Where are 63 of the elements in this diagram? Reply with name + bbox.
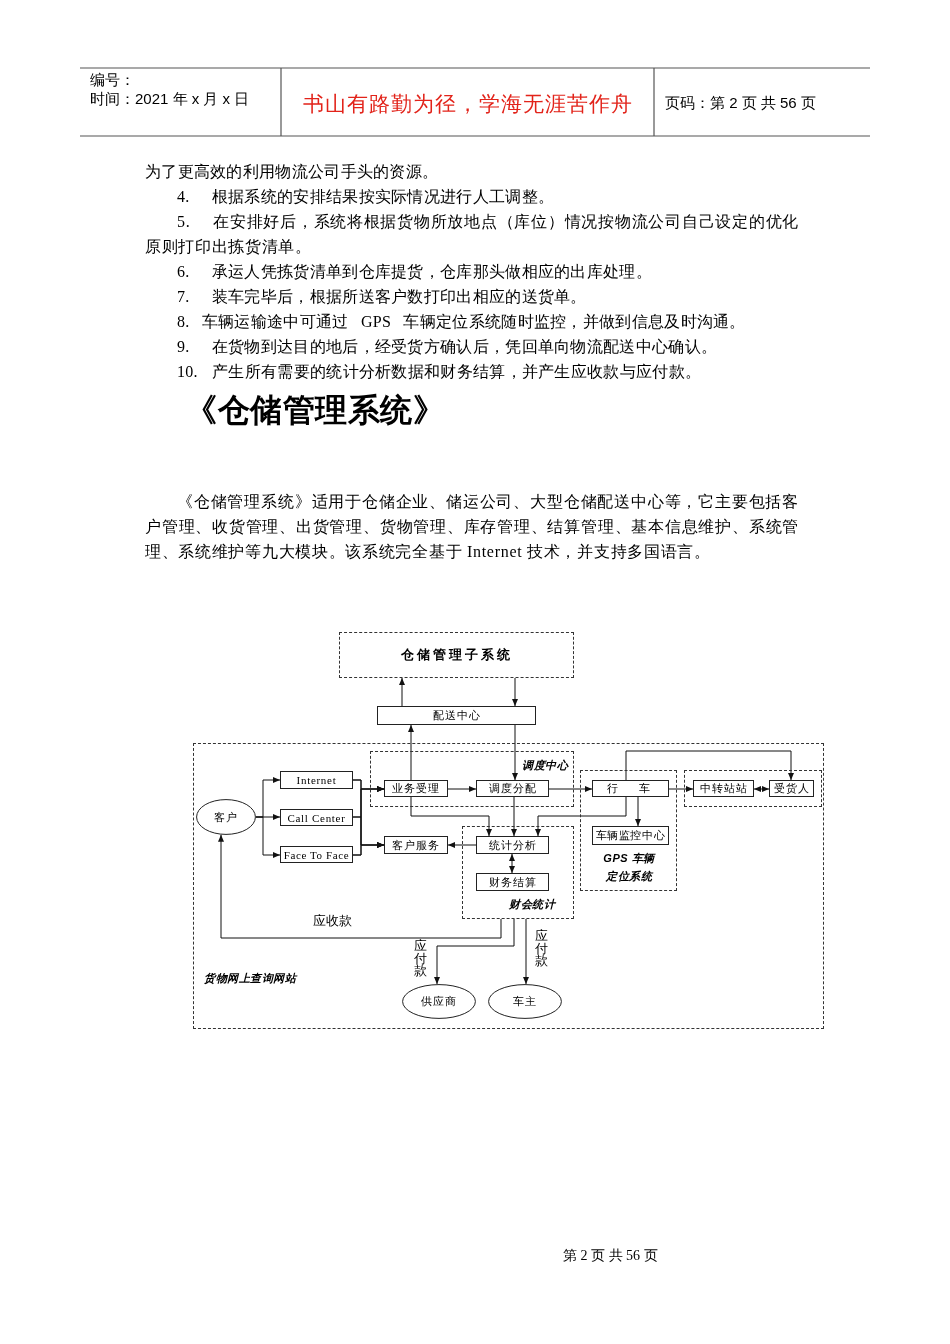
document-number-label: 编号： [90,71,135,89]
arrow [511,796,517,837]
group-label: 货物网上查询网站 [204,971,296,986]
arrow [668,786,694,792]
process-box: 业务受理 [384,780,448,797]
arrow [635,796,641,827]
motto-text: 书山有路勤为径，学海无涯苦作舟 [301,91,634,117]
list-item: 5. 在安排好后，系统将根据货物所放地点（库位）情况按物流公司自己设定的优化原则打印出拣货清单。 [145,211,799,257]
process-box: 统计分析 [476,836,549,854]
ellipse-node: 供应商 [402,984,476,1019]
process-box: 客户服务 [384,836,448,854]
process-box: 车辆监控中心 [592,826,669,845]
list-item: 4. 根据系统的安排结果按实际情况进行人工调整。 [176,186,556,207]
dashed-group-box [684,770,822,807]
arrow [447,786,477,792]
group-label: GPS 车辆定位系统 [602,851,657,884]
arrow [352,842,385,856]
arrow [523,918,529,985]
dashed-group-box [370,751,574,807]
process-box: 中转站站 [693,780,754,797]
arrow [399,677,405,707]
ellipse-node: 车主 [488,984,562,1019]
double-arrow [753,786,770,792]
arrow [535,796,627,837]
process-box: 调度分配 [476,780,549,797]
list-item: 8. 车辆运输途中可通过 GPS 车辆定位系统随时监控，并做到信息及时沟通。 [176,311,747,332]
list-item: 7. 装车完毕后，根据所送客户数打印出相应的送货单。 [176,286,588,307]
list-item: 6. 承运人凭拣货清单到仓库提货，仓库那头做相应的出库处理。 [176,261,653,282]
date-text: 时间：2021 年 x 月 x 日 [90,90,250,108]
list-item: 9. 在货物到达目的地后，经受货方确认后，凭回单向物流配送中心确认。 [176,336,719,357]
dashed-box: 仓储管理子系统 [339,632,574,678]
arrow [408,724,414,781]
arrow [410,796,492,837]
section-title: 《仓储管理系统》 [185,391,445,430]
arrow [548,786,593,792]
process-box: 行 车 [592,780,669,797]
arrow [255,816,281,858]
page-number-text: 页码：第 2 页 共 56 页 [665,94,816,112]
arrow [625,750,794,781]
edge-label: 应付款 [414,940,427,978]
edge-label: 应付款 [535,930,548,968]
ellipse-node: 客户 [196,799,256,835]
group-label: 财会统计 [509,897,555,912]
body-paragraph: 《仓储管理系统》适用于仓储企业、储运公司、大型仓储配送中心等，它主要包括客户管理、收货管理、出货管理、货物管理、库存管理、结算管理、基本信息维护、系统管理、系统维护等九大模块。该系统完全基于 Internet 技术，并支持多国语言。 [145,491,799,562]
process-box: 受货人 [769,780,814,797]
dashed-group-box [580,770,677,891]
process-box: Face To Face [280,846,353,863]
page-footer: 第 2 页 共 56 页 [563,1247,658,1265]
dashed-group-box [462,826,574,919]
edge-label: 应收款 [313,914,352,928]
group-label: 调度中心 [522,758,568,773]
process-box: 财务结算 [476,873,549,891]
process-box: Internet [280,771,353,789]
process-box: Call Center [280,809,353,826]
list-item: 10. 产生所有需要的统计分析数据和财务结算，并产生应收款与应付款。 [176,361,703,382]
arrow [447,842,477,848]
body-paragraph: 为了更高效的利用物流公司手头的资源。 [145,161,440,182]
arrow [434,918,515,985]
double-arrow [509,853,515,874]
arrow [512,724,518,781]
arrow [512,677,518,707]
process-box: 配送中心 [377,706,536,725]
arrow [218,834,502,939]
